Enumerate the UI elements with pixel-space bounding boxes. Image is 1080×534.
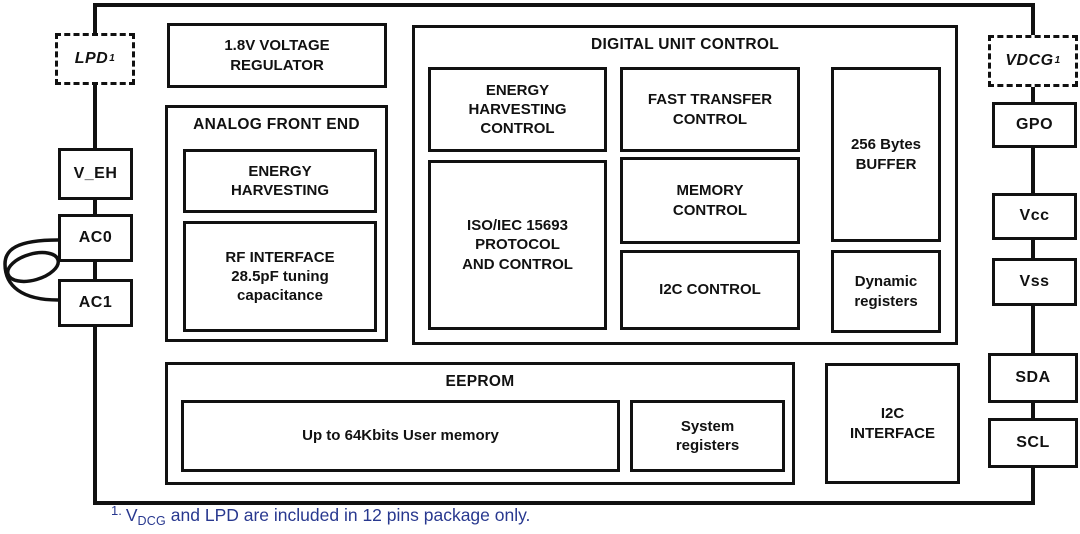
pin-lpd-label: LPD: [74, 49, 109, 67]
buffer-256-bytes-block: 256 Bytes BUFFER: [831, 67, 941, 242]
voltage-regulator-block: 1.8V VOLTAGE REGULATOR: [167, 23, 387, 88]
memory-control-block: MEMORY CONTROL: [620, 157, 800, 244]
pin-sda: SDA: [988, 353, 1078, 403]
pin-ac0: AC0: [58, 214, 133, 262]
pin-ac1: AC1: [58, 279, 133, 327]
system-registers-block: System registers: [630, 400, 785, 472]
chip-boundary-line: [93, 3, 1035, 505]
footnote-vdcg-subscript: DCG: [137, 514, 166, 528]
dynamic-registers-block: Dynamic registers: [831, 250, 941, 333]
digital-unit-control-title: DIGITAL UNIT CONTROL: [591, 36, 779, 53]
pin-vdcg-label: VDCG: [1005, 51, 1054, 69]
rf-interface-block: RF INTERFACE 28.5pF tuning capacitance: [183, 221, 377, 332]
user-memory-block: Up to 64Kbits User memory: [181, 400, 620, 472]
energy-harvesting-control-block: ENERGY HARVESTING CONTROL: [428, 67, 607, 152]
analog-front-end-title: ANALOG FRONT END: [193, 116, 360, 133]
antenna-coil-icon: [3, 238, 59, 302]
pin-scl: SCL: [988, 418, 1078, 468]
energy-harvesting-block: ENERGY HARVESTING: [183, 149, 377, 213]
antenna-coil-loop-icon: [6, 250, 60, 284]
eeprom-title: EEPROM: [445, 373, 515, 390]
iso-15693-protocol-block: ISO/IEC 15693 PROTOCOL AND CONTROL: [428, 160, 607, 330]
footnote: 1.VDCG and LPD are included in 12 pins p…: [111, 503, 530, 528]
i2c-interface-block: I2C INTERFACE: [825, 363, 960, 484]
pin-vss: Vss: [992, 258, 1077, 306]
fast-transfer-control-block: FAST TRANSFER CONTROL: [620, 67, 800, 152]
pin-v-eh: V_EH: [58, 148, 133, 200]
footnote-vdcg-symbol: V: [125, 505, 138, 525]
footnote-number: 1.: [111, 503, 122, 518]
pin-vcc: Vcc: [992, 193, 1077, 240]
i2c-control-block: I2C CONTROL: [620, 250, 800, 330]
footnote-text: and LPD are included in 12 pins package …: [165, 505, 531, 525]
pin-gpo: GPO: [992, 102, 1077, 148]
